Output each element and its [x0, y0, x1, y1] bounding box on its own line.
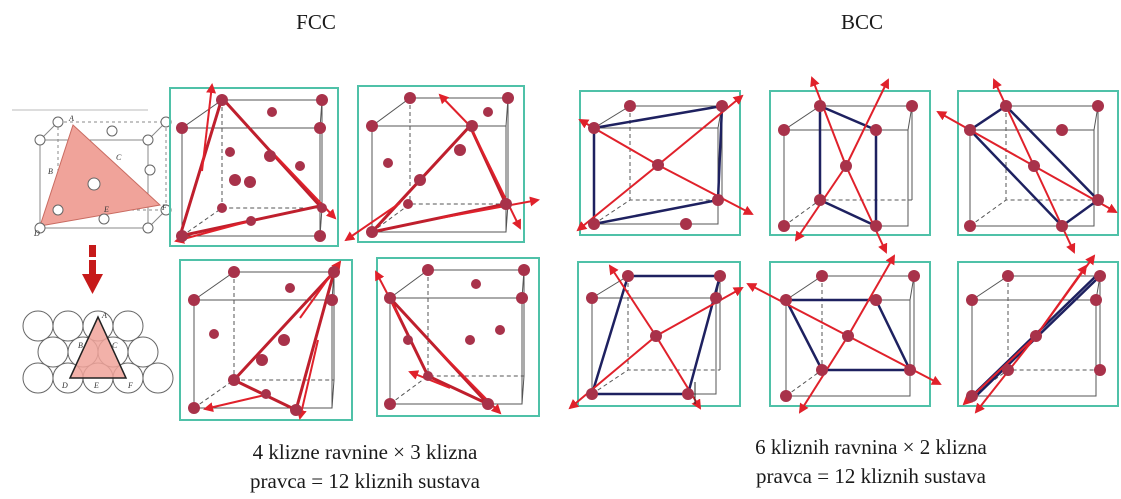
- fcc-panel-3: [179, 259, 353, 421]
- bcc-panel-4: [568, 261, 744, 410]
- bcc-caption: 6 kliznih ravnina × 2 klizna pravca = 12…: [706, 433, 1036, 491]
- svg-text:C: C: [116, 153, 122, 162]
- fcc-panel-2: [344, 85, 540, 243]
- down-arrow-icon: [82, 245, 103, 294]
- svg-text:F: F: [161, 203, 167, 212]
- svg-text:C: C: [112, 341, 118, 350]
- bcc-panel-5: [746, 254, 942, 414]
- svg-text:A: A: [101, 311, 107, 320]
- svg-text:B: B: [48, 167, 53, 176]
- bcc-caption-line-1: 6 kliznih ravnina × 2 klizna: [755, 435, 987, 459]
- fcc-caption-line-2: pravca = 12 kliznih sustava: [250, 469, 480, 493]
- inset-layer-labels: A B C D E F: [61, 311, 133, 390]
- svg-text:E: E: [103, 205, 109, 214]
- fcc-heading: FCC: [296, 10, 336, 34]
- bcc-panel-6: [957, 254, 1119, 414]
- bcc-caption-line-2: pravca = 12 kliznih sustava: [756, 464, 986, 488]
- svg-text:B: B: [78, 341, 83, 350]
- bcc-panel-3: [936, 78, 1119, 254]
- fcc-caption: 4 klizne ravnine × 3 klizna pravca = 12 …: [200, 438, 530, 496]
- svg-text:D: D: [33, 229, 40, 238]
- svg-text:F: F: [127, 381, 133, 390]
- bcc-heading: BCC: [840, 10, 884, 34]
- svg-text:D: D: [61, 381, 68, 390]
- bcc-panel-1: [576, 90, 754, 236]
- fcc-caption-line-1: 4 klizne ravnine × 3 klizna: [252, 440, 478, 464]
- bcc-panel-2: [769, 76, 931, 254]
- inset-layer-triangle: [68, 315, 128, 379]
- inset-cube-labels: A B C D E F: [33, 114, 167, 238]
- inset-atoms: [34, 116, 172, 234]
- svg-text:E: E: [93, 381, 99, 390]
- fcc-panel-1: [169, 83, 339, 247]
- inset-panel: A B C D E F A B C D E F: [12, 109, 174, 394]
- svg-text:A: A: [68, 114, 74, 123]
- fcc-panel-4: [375, 257, 540, 417]
